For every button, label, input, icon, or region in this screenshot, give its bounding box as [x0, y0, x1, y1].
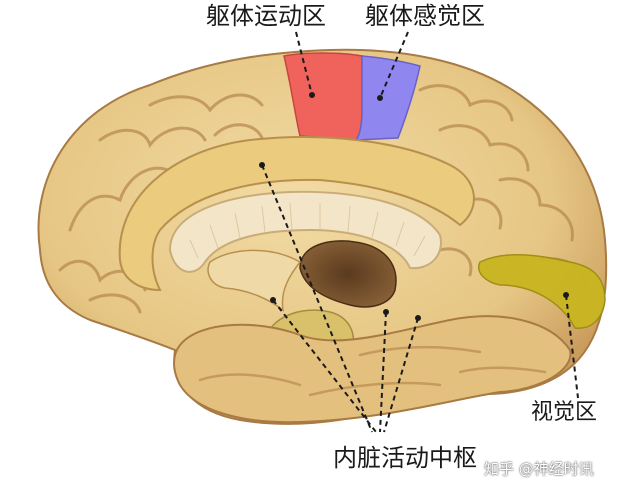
motor-area-label: 躯体运动区 — [206, 2, 326, 30]
visual-area — [478, 254, 606, 329]
leader-lines — [261, 31, 579, 433]
lateral-ventricle — [299, 240, 397, 308]
temporal-folds — [198, 345, 547, 397]
visceral-leader-1 — [261, 164, 373, 433]
sensory-leader — [379, 31, 409, 99]
leader-dots — [259, 92, 569, 321]
watermark: 知乎 @神经时讯 — [484, 460, 594, 478]
visceral-center-label: 内脏活动中枢 — [333, 444, 477, 472]
fornix — [207, 249, 302, 312]
visual-area-label: 视觉区 — [531, 400, 598, 425]
temporal-lobe — [173, 315, 572, 424]
visceral-leader-3 — [379, 311, 387, 433]
callosum-fibers — [189, 202, 426, 259]
visceral-leader-2 — [272, 299, 377, 433]
corpus-callosum — [168, 190, 442, 273]
cingulate-gyrus — [118, 136, 475, 292]
visceral-leader-4 — [383, 317, 419, 433]
sensory-area-label: 躯体感觉区 — [365, 2, 485, 30]
sensory-area — [354, 55, 421, 141]
motor-leader — [295, 31, 313, 96]
